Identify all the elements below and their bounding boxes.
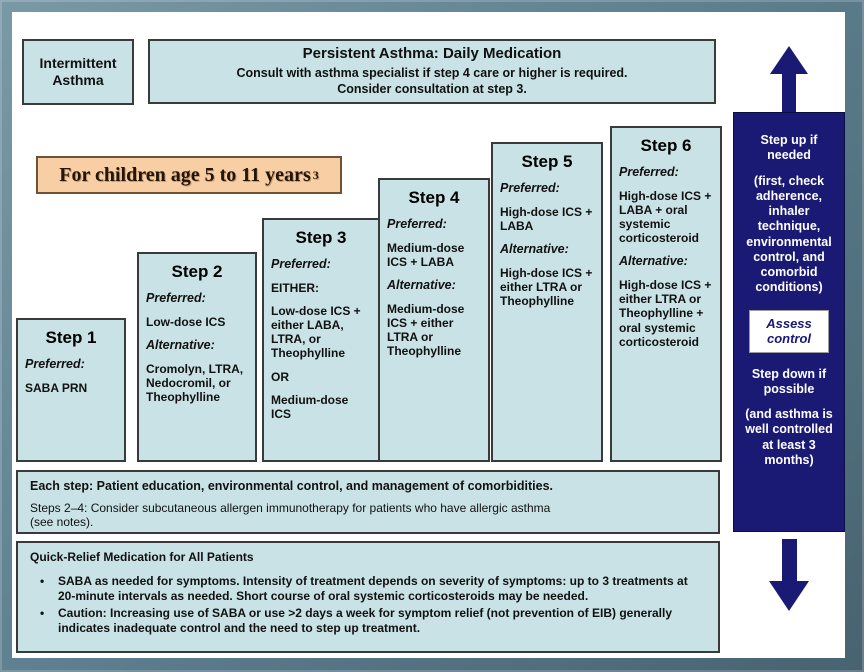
step-box-2: Step 2 Preferred: Low-dose ICS Alternative… [137,252,257,462]
step-title: Step 1 [45,328,97,347]
step-body: Preferred: High-dose ICS + LABA + oral sy… [612,165,720,349]
assess-control-box: Assess control [749,309,829,353]
step-body: Preferred: EITHER: Low-dose ICS + either L… [264,257,378,421]
arrow-up-shaft [782,74,796,112]
step-text-label: Alternative: [619,254,688,269]
step-title: Step 5 [521,152,573,171]
step-up-note: (first, check adherence, inhaler techniq… [746,173,832,295]
step-box-1: Step 1 Preferred: SABA PRN [16,318,126,462]
step-text-body: High-dose ICS + either LTRA or Theophyll… [619,278,712,349]
step-body: Preferred: High-dose ICS + LABA Alternativ… [493,181,601,308]
step-box-5: Step 5 Preferred: High-dose ICS + LABA Alt… [491,142,603,462]
step-text-body: High-dose ICS + either LTRA or Theophyll… [500,265,593,309]
step-text-body: Medium-dose ICS + either LTRA or Theophy… [387,301,465,359]
bullet-item: Caution: Increasing use of SABA or use >… [30,606,706,636]
age-group-footnote: 3 [312,167,319,182]
step-text-label: Preferred: [619,165,679,179]
step-box-4: Step 4 Preferred: Medium-dose ICS + LABA A… [378,178,490,462]
step-text-body: High-dose ICS + LABA [500,204,593,233]
arrow-down-head [769,581,809,611]
step-text-body: SABA PRN [25,380,88,395]
step-text-body: Medium-dose ICS [271,392,349,421]
step-up-label: Step up if needed [760,133,818,163]
step-text-label: Preferred: [271,257,331,271]
age-group-text: For children age 5 to 11 years [59,163,311,186]
persistent-asthma-subtitle-line2: Consider consultation at step 3. [337,82,527,96]
step-down-note: (and asthma is well controlled at least … [745,407,833,467]
each-step-line3: (see notes). [30,515,94,530]
step-title: Step 6 [640,136,692,155]
step-text-body: Medium-dose ICS + LABA [387,240,465,269]
step-text-label: Alternative: [500,242,569,257]
persistent-asthma-subtitle-line1: Consult with asthma specialist if step 4… [236,66,628,81]
step-text-label: Preferred: [500,181,560,195]
step-title: Step 4 [408,188,460,207]
arrow-down-shaft [781,539,797,581]
intermittent-asthma-box: Intermittent Asthma [22,39,134,105]
quick-relief-box: Quick-Relief Medication for All Patients… [16,541,720,653]
bullet-item: SABA as needed for symptoms. Intensity o… [30,574,706,604]
step-box-3: Step 3 Preferred: EITHER: Low-dose ICS + e… [262,218,380,462]
step-title: Step 2 [171,262,223,281]
step-text-body: High-dose ICS + LABA + oral systemic cor… [619,188,712,246]
step-down-label: Step down if possible [751,366,827,396]
each-step-note-box: Each step: Patient education, environmen… [16,470,720,534]
step-title: Step 3 [295,228,347,247]
step-adjustment-panel: Step up if needed (first, check adherenc… [733,112,845,532]
step-body: Preferred: SABA PRN [18,357,124,395]
each-step-line1: Each step: Patient education, environmen… [30,479,554,493]
step-text-body: OR [271,369,289,384]
quick-relief-title: Quick-Relief Medication for All Patients [30,550,254,564]
step-text-label: Preferred: [25,357,85,371]
step-text-label: Alternative: [146,337,215,352]
step-box-6: Step 6 Preferred: High-dose ICS + LABA + … [610,126,722,462]
step-text-label: Alternative: [387,278,456,293]
step-text-body: Low-dose ICS + either LABA, LTRA, or The… [271,303,361,361]
arrow-up-icon [769,46,809,112]
arrow-down-icon [769,539,809,611]
arrow-up-head [770,46,808,74]
each-step-line2: Steps 2–4: Consider subcutaneous allerge… [30,501,551,515]
persistent-asthma-header: Persistent Asthma: Daily Medication Cons… [148,39,716,104]
step-body: Preferred: Low-dose ICS Alternative: Cromol… [139,291,255,404]
step-text-label: Preferred: [387,217,447,231]
quick-relief-bullets: SABA as needed for symptoms. Intensity o… [30,574,706,636]
step-text-body: Low-dose ICS [146,314,226,329]
persistent-asthma-title: Persistent Asthma: Daily Medication [302,45,562,63]
step-text-body: Cromolyn, LTRA, Nedocromil, or Theophyll… [146,361,244,404]
page-background: Intermittent Asthma Persistent Asthma: D… [12,12,845,658]
step-body: Preferred: Medium-dose ICS + LABA Alternat… [380,217,488,358]
step-text-label: Preferred: [146,291,206,305]
step-text-body: EITHER: [271,280,319,295]
intermittent-asthma-label: Intermittent Asthma [39,54,117,89]
